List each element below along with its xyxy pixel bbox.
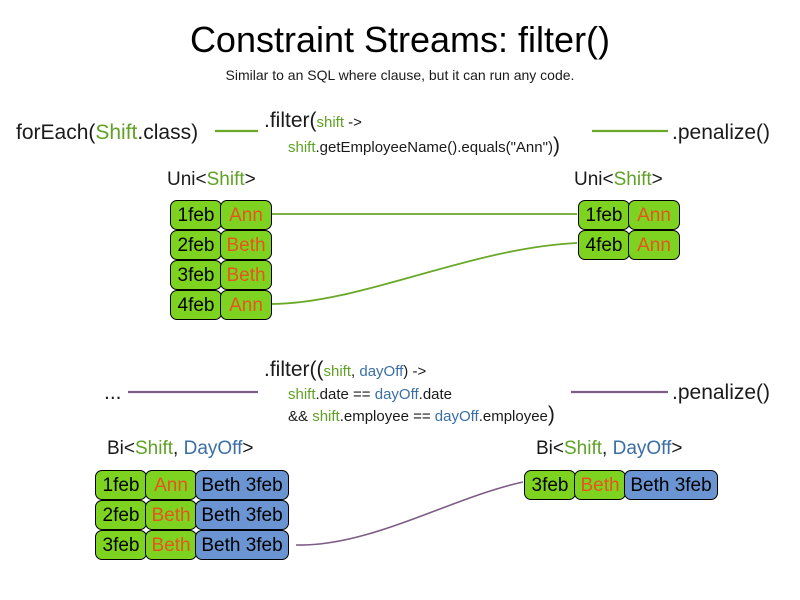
- uni-output-row: 1feb Ann: [578, 200, 680, 230]
- uni-filter-body-rest: .getEmployeeName().equals("Ann"): [315, 139, 553, 156]
- uni-input-caption-suffix: >: [244, 169, 256, 190]
- shift-employee-cell: Ann: [628, 200, 680, 230]
- bi-input-row: 1feb Ann Beth 3feb: [95, 470, 289, 500]
- bi-filter-line2-var-a: shift: [288, 386, 316, 403]
- dayoff-cell: Beth 3feb: [195, 500, 289, 530]
- uni-filter-line2: shift.getEmployeeName().equals("Ann")): [288, 135, 560, 159]
- shift-date-cell: 2feb: [170, 230, 222, 260]
- bi-source-expression: ...: [104, 381, 122, 404]
- uni-source-expression: forEach(Shift.class): [16, 120, 198, 146]
- uni-output-caption-suffix: >: [651, 169, 663, 190]
- bi-output-caption-type-b: DayOff: [612, 438, 672, 459]
- uni-input-row: 4feb Ann: [170, 290, 272, 320]
- uni-input-caption-type: Shift: [206, 169, 245, 190]
- bi-input-caption-suffix: >: [242, 438, 254, 459]
- page-title: Constraint Streams: filter(): [189, 19, 611, 60]
- shift-date-cell: 4feb: [578, 230, 630, 260]
- shift-employee-cell: Beth: [220, 260, 272, 290]
- shift-employee-cell: Beth: [220, 230, 272, 260]
- uni-output-caption-prefix: Uni<: [574, 169, 614, 190]
- uni-output-row: 4feb Ann: [578, 230, 680, 260]
- bi-filter-line3-end: .employee: [478, 408, 548, 425]
- bi-filter-line3-mid: .employee ==: [339, 408, 435, 425]
- bi-output-caption-prefix: Bi<: [536, 438, 564, 459]
- shift-date-cell: 4feb: [170, 290, 222, 320]
- shift-date-cell: 1feb: [95, 470, 147, 500]
- uni-filter-arrow: ->: [344, 114, 362, 131]
- bi-filter-line1: .filter((shift, dayOff) ->: [264, 358, 426, 384]
- bi-filter-line2-end: .date: [418, 386, 453, 403]
- uni-input-row: 1feb Ann: [170, 200, 272, 230]
- uni-filter-close: ): [552, 134, 560, 157]
- uni-source-prefix: forEach(: [16, 121, 96, 144]
- page-subtitle: Similar to an SQL where clause, but it c…: [225, 67, 575, 83]
- bi-filter-open: .filter((: [264, 358, 324, 381]
- bi-filter-line2-var-b: dayOff: [374, 386, 419, 403]
- uni-filter-body-var: shift: [288, 139, 316, 156]
- bi-input-caption: Bi<Shift, DayOff>: [107, 437, 253, 461]
- bi-input-row: 3feb Beth Beth 3feb: [95, 530, 289, 560]
- uni-filter-param: shift: [316, 114, 345, 131]
- shift-employee-cell: Beth: [145, 530, 197, 560]
- shift-date-cell: 3feb: [524, 470, 576, 500]
- bi-filter-close: ): [547, 403, 555, 426]
- dayoff-cell: Beth 3feb: [195, 530, 289, 560]
- wire-uni-4feb: [270, 242, 578, 305]
- bi-output-row: 3feb Beth Beth 3feb: [524, 470, 718, 500]
- shift-date-cell: 3feb: [95, 530, 147, 560]
- bi-filter-line3-var-b: dayOff: [434, 408, 479, 425]
- uni-output-caption: Uni<Shift>: [574, 168, 663, 192]
- uni-source-type: Shift: [95, 121, 138, 144]
- shift-employee-cell: Beth: [145, 500, 197, 530]
- bi-filter-line2-mid: .date ==: [315, 386, 375, 403]
- uni-terminal-expression: .penalize(): [672, 121, 771, 144]
- bi-input-caption-sep: ,: [173, 438, 184, 459]
- bi-output-caption: Bi<Shift, DayOff>: [536, 437, 682, 461]
- bi-output-caption-type-a: Shift: [564, 438, 603, 459]
- uni-input-caption-prefix: Uni<: [167, 169, 207, 190]
- shift-date-cell: 1feb: [170, 200, 222, 230]
- shift-employee-cell: Ann: [220, 200, 272, 230]
- shift-date-cell: 3feb: [170, 260, 222, 290]
- uni-input-row: 2feb Beth: [170, 230, 272, 260]
- uni-input-caption: Uni<Shift>: [167, 168, 256, 192]
- bi-filter-line3-pre: &&: [288, 408, 313, 425]
- bi-input-row: 2feb Beth Beth 3feb: [95, 500, 289, 530]
- bi-filter-param-a: shift: [323, 363, 352, 380]
- shift-date-cell: 2feb: [95, 500, 147, 530]
- bi-filter-param-sep: ,: [351, 363, 360, 380]
- dayoff-cell: Beth 3feb: [195, 470, 289, 500]
- bi-filter-line2: shift.date == dayOff.date: [288, 385, 452, 405]
- bi-input-caption-type-a: Shift: [135, 438, 174, 459]
- bi-filter-arrow: ) ->: [403, 363, 427, 380]
- bi-filter-line3: && shift.employee == dayOff.employee): [288, 403, 555, 427]
- dayoff-cell: Beth 3feb: [624, 470, 718, 500]
- uni-filter-line1: .filter(shift ->: [264, 108, 362, 136]
- bi-terminal-expression: .penalize(): [672, 381, 771, 404]
- bi-input-caption-prefix: Bi<: [107, 438, 135, 459]
- shift-employee-cell: Ann: [220, 290, 272, 320]
- shift-date-cell: 1feb: [578, 200, 630, 230]
- bi-input-caption-type-b: DayOff: [183, 438, 243, 459]
- uni-source-suffix: .class): [137, 121, 199, 144]
- uni-filter-open: .filter(: [264, 109, 317, 132]
- uni-output-caption-type: Shift: [613, 169, 652, 190]
- uni-input-row: 3feb Beth: [170, 260, 272, 290]
- wire-bi-3feb: [295, 481, 524, 546]
- shift-employee-cell: Ann: [145, 470, 197, 500]
- bi-output-caption-sep: ,: [602, 438, 613, 459]
- shift-employee-cell: Ann: [628, 230, 680, 260]
- bi-output-caption-suffix: >: [671, 438, 683, 459]
- bi-filter-line3-var-a: shift: [312, 408, 340, 425]
- shift-employee-cell: Beth: [574, 470, 626, 500]
- bi-filter-param-b: dayOff: [359, 363, 404, 380]
